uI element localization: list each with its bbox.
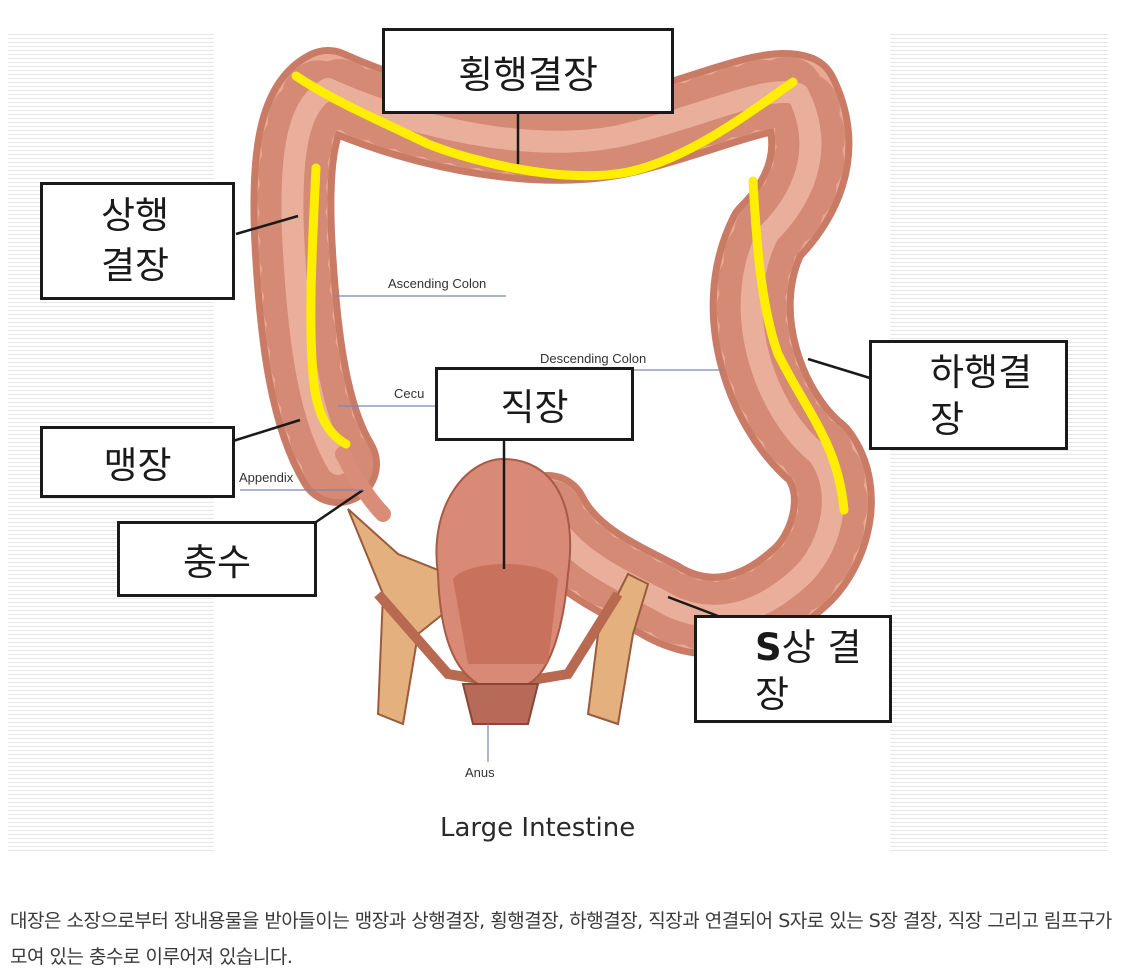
label-box-transverse-colon: 횡행결장 bbox=[382, 28, 674, 114]
label-sigmoid-line2: 장 bbox=[755, 673, 790, 716]
colon-shape bbox=[250, 47, 875, 658]
rectum-shape bbox=[435, 457, 572, 725]
label-box-sigmoid-colon: S상 결 장 bbox=[694, 615, 892, 723]
label-box-ascending-colon: 상행 결장 bbox=[40, 182, 235, 300]
label-box-descending-colon: 하행결 장 bbox=[869, 340, 1068, 450]
label-box-cecum: 맹장 bbox=[40, 426, 235, 498]
label-ascending-colon-line1: 상행 bbox=[101, 194, 170, 237]
label-appendix: Appendix bbox=[239, 470, 294, 485]
pelvis-shape bbox=[347, 508, 650, 726]
label-cecum-ko: 맹장 bbox=[103, 444, 172, 487]
label-ascending-colon-line2: 결장 bbox=[101, 244, 170, 287]
large-intestine-figure: Ascending Colon Descending Colon Cecu Ap… bbox=[8, 28, 1108, 852]
label-appendix-ko: 충수 bbox=[182, 541, 252, 584]
label-descending-colon-line1: 하행결 bbox=[930, 351, 1033, 394]
label-ascending-colon: Ascending Colon bbox=[388, 276, 486, 291]
label-descending-colon-line2: 장 bbox=[930, 398, 965, 441]
highlight-lines bbox=[291, 71, 849, 515]
label-rectum-ko: 직장 bbox=[500, 386, 569, 429]
label-transverse-colon: 횡행결장 bbox=[458, 52, 598, 97]
figure-title: Large Intestine bbox=[440, 813, 635, 843]
label-cecum: Cecu bbox=[394, 386, 424, 401]
label-sigmoid-rest: 상 결 bbox=[781, 626, 862, 669]
label-box-appendix: 충수 bbox=[117, 521, 317, 597]
leader-lines bbox=[232, 114, 871, 618]
label-sigmoid-s: S bbox=[755, 626, 782, 669]
figure-caption: 대장은 소장으로부터 장내용물을 받아들이는 맹장과 상행결장, 횡행결장, 하… bbox=[10, 910, 1112, 968]
label-anus: Anus bbox=[465, 765, 495, 780]
label-descending-colon: Descending Colon bbox=[540, 351, 646, 366]
label-box-rectum: 직장 bbox=[435, 367, 634, 441]
